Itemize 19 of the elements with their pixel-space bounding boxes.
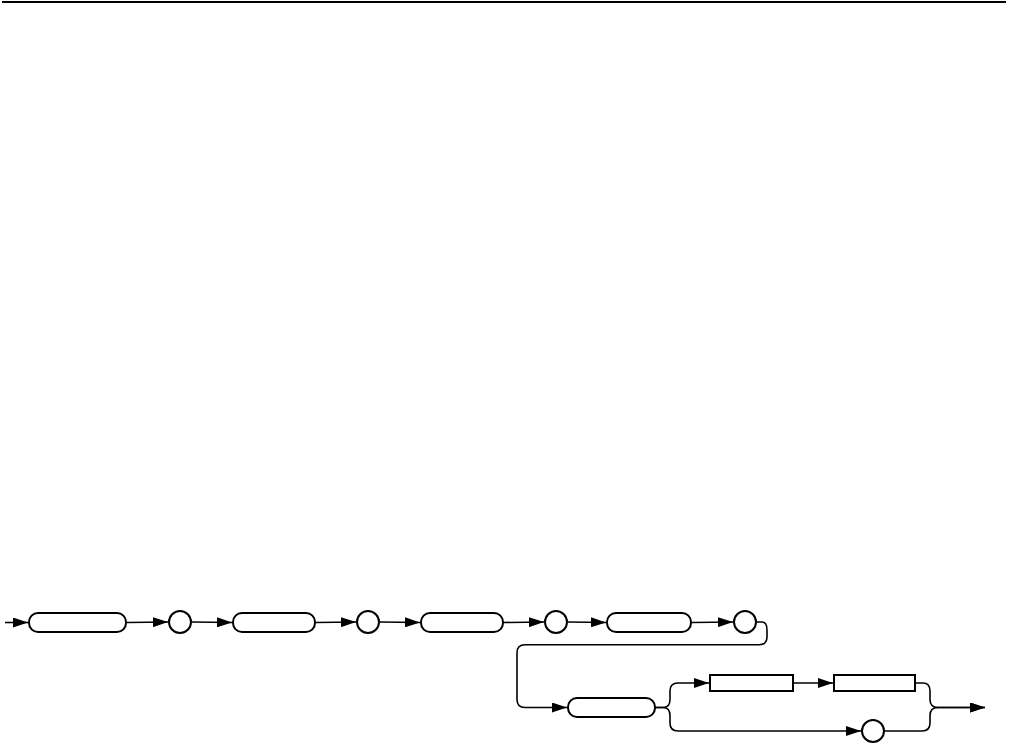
rectangle-box [833,674,916,692]
rounded-box [232,612,316,633]
arrow [567,617,607,628]
rounded-box [567,697,656,718]
arrow [503,617,545,628]
arrow [793,678,834,688]
arrow [655,706,862,736]
arrow [126,617,169,628]
arrow [191,617,233,628]
arrow [379,617,421,628]
rounded-box [28,612,127,633]
rectangle-box [709,674,794,692]
rounded-box [606,612,692,633]
arrow [691,617,734,628]
rounded-box [420,612,504,633]
arrow [315,617,357,628]
arrow [884,702,986,732]
arrow [516,621,768,713]
arrow [4,617,29,628]
